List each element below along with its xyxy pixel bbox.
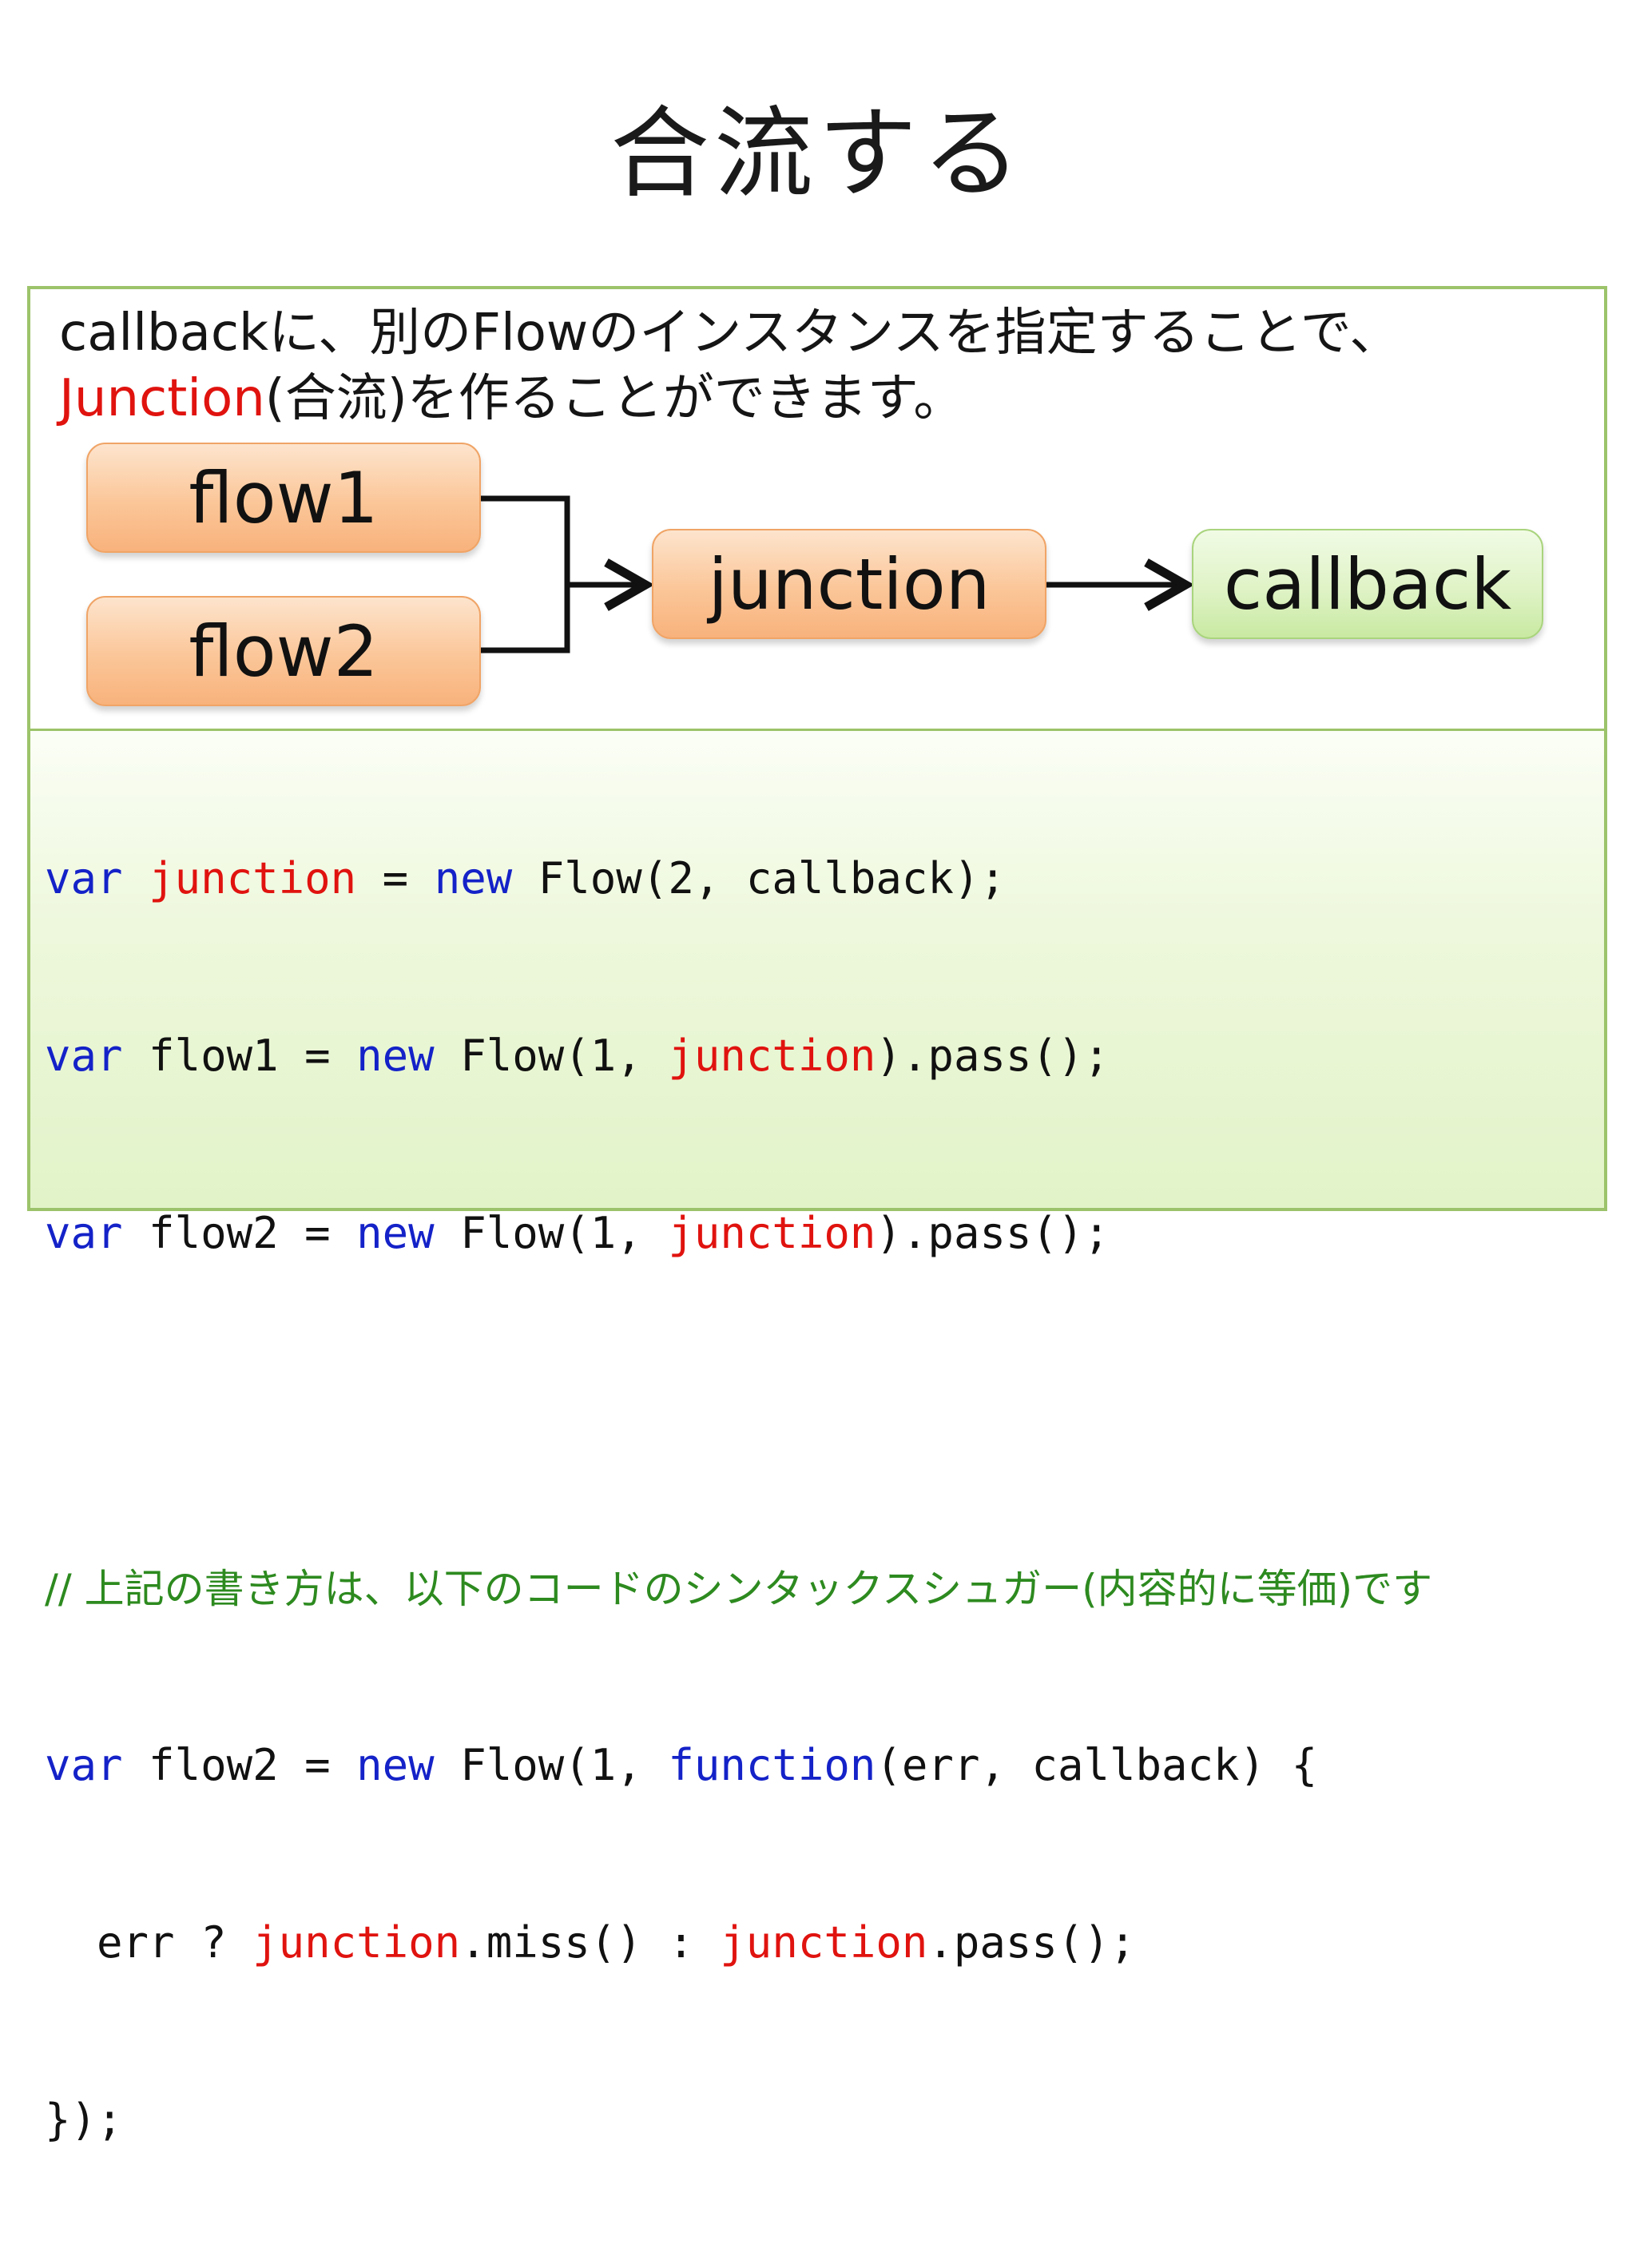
description-line-1: callbackに、別のFlowのインスタンスを指定することで、: [59, 304, 1401, 363]
code-line-3: var flow2 = new Flow(1, junction).pass()…: [45, 1204, 1432, 1263]
slide: 合流する callbackに、別のFlowのインスタンスを指定することで、 Ju…: [27, 97, 1607, 2145]
code-text-segment: .pass();: [927, 1917, 1136, 1968]
code-block: var junction = new Flow(2, callback); va…: [30, 729, 1604, 2145]
keyword-function: function: [668, 1740, 876, 1790]
code-text-segment: .miss() :: [460, 1917, 721, 1968]
diagram-connectors: [481, 495, 1195, 653]
flow-diagram: flow1 flow2 junction callback: [30, 289, 1604, 729]
junction-node: junction: [652, 529, 1046, 639]
code-line-7: });: [45, 2095, 123, 2145]
identifier-junction: junction: [668, 1031, 876, 1081]
connector-flow2: [481, 585, 570, 653]
identifier-junction: junction: [252, 1917, 461, 1968]
code-line-5: var flow2 = new Flow(1, function(err, ca…: [45, 1736, 1432, 1795]
code-line-6: err ? junction.miss() : junction.pass();: [45, 1913, 1432, 1972]
content-panel: callbackに、別のFlowのインスタンスを指定することで、 Junctio…: [27, 286, 1607, 2145]
keyword-new: new: [434, 853, 513, 904]
slide-title: 合流する: [610, 97, 1026, 212]
code-text-segment: =: [356, 853, 435, 904]
flow1-node: flow1: [86, 443, 481, 553]
keyword-var: var: [45, 1208, 123, 1258]
keyword-new: new: [356, 1740, 435, 1790]
code-text: var junction = new Flow(2, callback); va…: [45, 731, 1432, 2268]
code-text-segment: flow1 =: [122, 1031, 357, 1081]
connector-flow1: [481, 495, 570, 585]
code-text-segment: flow2 =: [122, 1740, 357, 1790]
code-text-segment: Flow(1,: [434, 1208, 669, 1258]
description-line-2-rest: (合流)を作ることができます。: [264, 369, 965, 428]
identifier-junction: junction: [668, 1208, 876, 1258]
identifier-junction: junction: [149, 853, 357, 904]
keyword-var: var: [45, 853, 123, 904]
junction-label: junction: [708, 542, 991, 626]
code-comment: // 上記の書き方は、以下のコードのシンタックスシュガー(内容的に等価)です: [45, 1566, 1433, 1612]
description: callbackに、別のFlowのインスタンスを指定することで、 Junctio…: [59, 300, 1577, 431]
code-line-2: var flow1 = new Flow(1, junction).pass()…: [45, 1027, 1432, 1086]
identifier-junction: junction: [720, 1917, 928, 1968]
keyword-new: new: [356, 1031, 435, 1081]
junction-highlight: Junction: [59, 369, 265, 428]
code-text-segment: ).pass();: [876, 1208, 1110, 1258]
callback-node: callback: [1192, 529, 1543, 639]
code-text-segment: Flow(1,: [434, 1031, 669, 1081]
flow2-node: flow2: [86, 596, 481, 706]
code-text-segment: ).pass();: [876, 1031, 1110, 1081]
code-comment-line: // 上記の書き方は、以下のコードのシンタックスシュガー(内容的に等価)です: [45, 1559, 1432, 1618]
code-text-segment: Flow(1,: [434, 1740, 669, 1790]
code-text-segment: err ?: [45, 1917, 253, 1968]
keyword-var: var: [45, 1740, 123, 1790]
code-text-segment: Flow(2, callback);: [512, 853, 1006, 904]
code-text-segment: (err, callback) {: [876, 1740, 1318, 1790]
keyword-var: var: [45, 1031, 123, 1081]
code-text-segment: flow2 =: [122, 1208, 357, 1258]
callback-label: callback: [1223, 542, 1512, 626]
code-line-1: var junction = new Flow(2, callback);: [45, 849, 1432, 908]
keyword-new: new: [356, 1208, 435, 1258]
flow2-label: flow2: [189, 610, 379, 693]
flow1-label: flow1: [189, 456, 379, 539]
code-blank-line: [45, 1381, 1432, 1440]
description-line-2: Junction(合流)を作ることができます。: [59, 366, 1577, 431]
